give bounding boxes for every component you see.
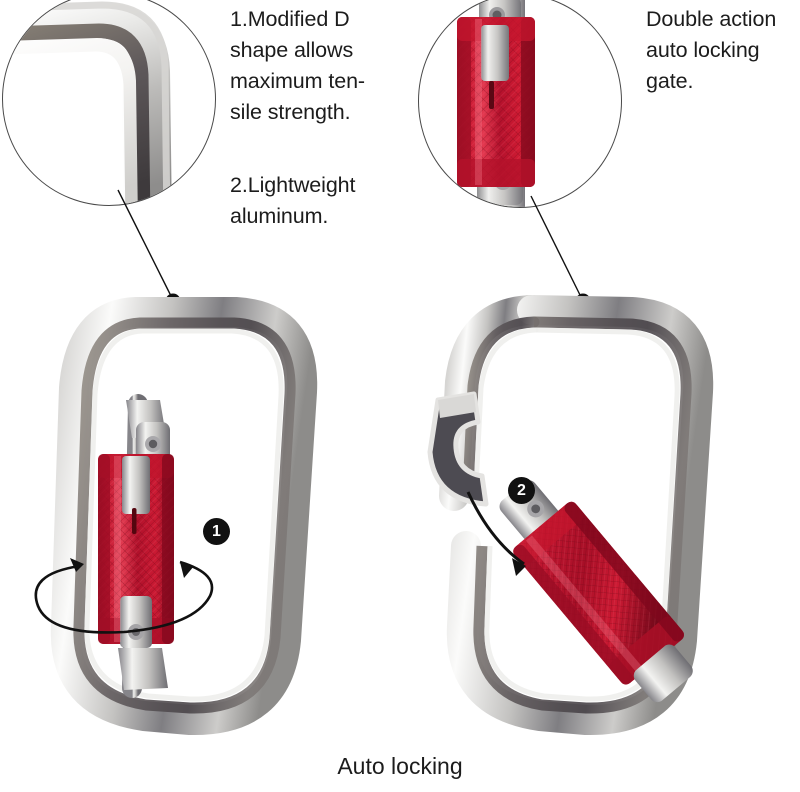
gate-hinge [118,648,168,690]
leader-line-left [117,189,173,299]
carabiner-frame-core [73,317,296,714]
bottom-caption: Auto locking [337,753,463,779]
carabiner-frame [50,297,318,736]
gate-open-arrow [466,491,526,576]
step-badge-2: 2 [508,477,535,504]
inset-modified-d-corner [2,0,216,206]
carabiner-gate-open [420,295,740,736]
inset-left-artwork [3,1,172,205]
feature-callout-modified-d: 1.Modified D shape allows maximum ten- s… [230,7,365,124]
carabiner-frame-lower [446,295,714,736]
leader-line-right [530,195,582,298]
carabiner-gate-closed [34,296,350,736]
step-badge-1: 1 [203,518,230,545]
open-gate [499,480,693,703]
feature-callout-lightweight-aluminum: 2.Lightweight aluminum. [230,173,356,228]
feature-callout-double-action-gate: Double action auto locking gate. [646,7,777,93]
locking-sleeve [98,454,174,648]
inset-locking-sleeve [418,0,622,208]
carabiner-frame-upper [439,295,547,511]
inset-right-artwork [457,0,535,207]
rotation-arrow [34,558,214,634]
keylock-nose [427,391,489,507]
